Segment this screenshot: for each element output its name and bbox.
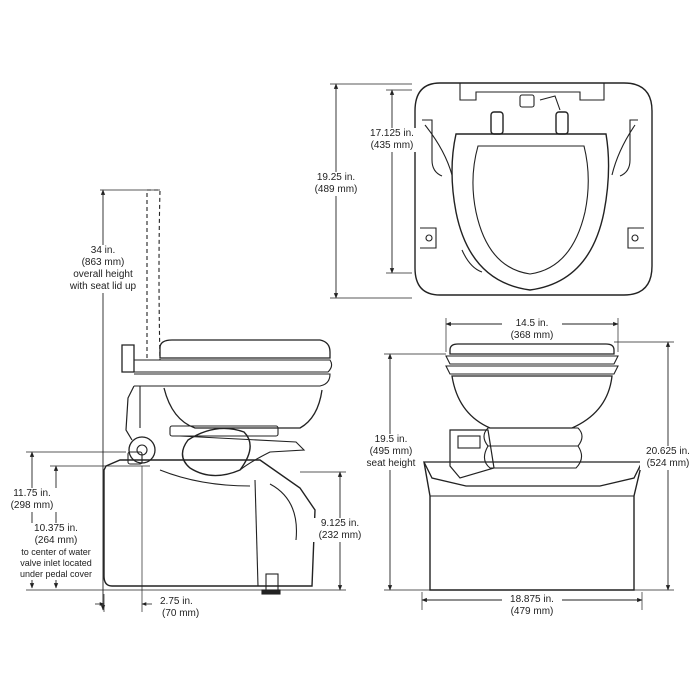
overall-height-label: 34 in. (863 mm) overall height with seat…: [60, 245, 146, 293]
lid-up-dashed-outline: [146, 189, 161, 361]
top-depth-label: 17.125 in. (435 mm): [364, 128, 420, 152]
top-view-base-outline: [414, 82, 653, 296]
total-height-label: 20.625 in. (524 mm): [640, 446, 696, 470]
overall-height-note-2: with seat lid up: [69, 281, 137, 292]
front-seat-lid: [449, 343, 615, 355]
seat-width-label: 14.5 in. (368 mm): [502, 318, 562, 342]
offset-label: 2.75 in. (70 mm): [160, 596, 200, 620]
side-body: [103, 459, 316, 587]
overall-height-note-1: overall height: [73, 269, 133, 280]
overall-height-in: 34 in.: [90, 245, 116, 256]
top-depth-mm: (435 mm): [370, 140, 414, 151]
side-seat-lid: [159, 339, 331, 359]
top-length-mm: (489 mm): [314, 184, 358, 195]
front-base: [423, 461, 643, 591]
seat-height-mm: (495 mm): [369, 446, 413, 457]
top-length-in: 19.25 in.: [316, 172, 356, 183]
top-seat-inner: [472, 145, 589, 275]
front-view: [384, 318, 674, 610]
top-view: [330, 82, 653, 299]
side-bowl: [163, 387, 323, 429]
hinge-right-icon: [555, 111, 569, 135]
base-height-mm: (298 mm): [10, 500, 54, 511]
base-height-label: 11.75 in. (298 mm): [4, 488, 60, 512]
top-seat-outer: [451, 133, 610, 291]
offset-in: 2.75 in.: [160, 596, 193, 607]
inlet-note-1: to center of water: [21, 547, 91, 557]
front-bowl: [451, 375, 613, 429]
pedal-height-mm: (232 mm): [318, 530, 362, 541]
base-height-in: 11.75 in.: [13, 488, 51, 499]
inlet-height-mm: (264 mm): [34, 535, 78, 546]
inlet-note-2: valve inlet located: [20, 558, 92, 568]
side-view: [26, 189, 346, 612]
overall-height-mm: (863 mm): [81, 257, 125, 268]
top-depth-in: 17.125 in.: [370, 128, 414, 139]
total-height-in: 20.625 in.: [646, 446, 690, 457]
base-width-mm: (479 mm): [510, 606, 554, 617]
top-length-label: 19.25 in. (489 mm): [306, 172, 366, 196]
inlet-note-3: under pedal cover: [19, 569, 93, 579]
seat-width-in: 14.5 in.: [515, 318, 549, 329]
seat-width-mm: (368 mm): [510, 330, 554, 341]
pedal-height-in: 9.125 in.: [320, 518, 360, 529]
inlet-height-label: 10.375 in. (264 mm) to center of water v…: [10, 523, 102, 580]
base-width-in: 18.875 in.: [510, 594, 554, 605]
front-pedal-unit: [449, 429, 495, 479]
inlet-height-in: 10.375 in.: [34, 523, 78, 534]
seat-height-note: seat height: [366, 458, 416, 469]
base-width-label: 18.875 in. (479 mm): [502, 594, 562, 618]
offset-mm: (70 mm): [162, 608, 200, 619]
seat-height-in: 19.5 in.: [374, 434, 408, 445]
pedal-height-label: 9.125 in. (232 mm): [312, 518, 368, 542]
seat-height-label: 19.5 in. (495 mm) seat height: [362, 434, 420, 470]
hinge-left-icon: [490, 111, 504, 135]
total-height-mm: (524 mm): [646, 458, 690, 469]
